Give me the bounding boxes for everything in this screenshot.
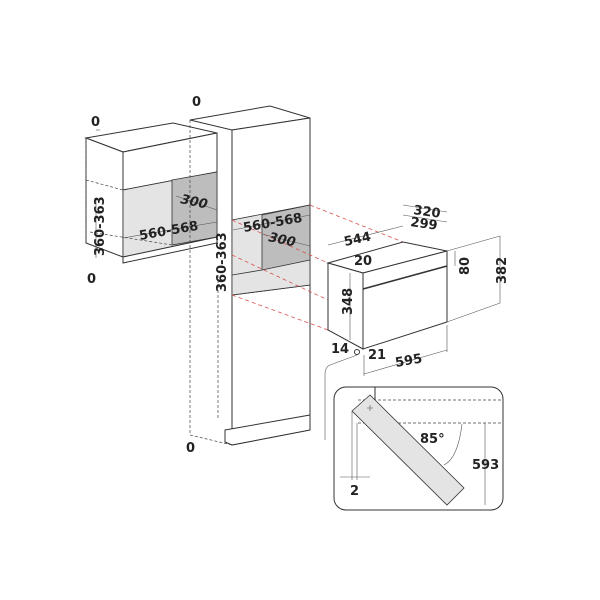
label-door-angle: 85°	[420, 432, 445, 447]
label-tall-gap-top: 0	[192, 95, 201, 110]
dimension-lines	[95, 129, 501, 440]
label-wall-height: 360-363	[93, 196, 108, 256]
label-oven-width: 595	[394, 351, 423, 370]
door-opening-detail	[333, 386, 504, 511]
label-tall-gap-bottom: 0	[186, 441, 195, 456]
label-oven-door-offset: 21	[368, 348, 386, 363]
label-oven-body-height: 348	[341, 288, 356, 315]
oven	[326, 241, 448, 355]
label-door-open-depth: 593	[472, 458, 499, 473]
wall-cabinet	[84, 122, 218, 264]
label-tall-depth: 300	[267, 230, 297, 250]
label-oven-panel-height: 80	[458, 257, 473, 275]
tall-cabinet	[189, 105, 311, 446]
label-wall-depth: 300	[179, 192, 209, 212]
label-door-clearance: 2	[350, 484, 359, 499]
label-oven-bottom-offset: 14	[331, 342, 349, 357]
label-wall-gap-top: 0	[91, 115, 100, 130]
label-oven-top-offset: 20	[354, 254, 372, 269]
label-oven-total-height: 382	[495, 257, 510, 284]
label-oven-depth-total: 320	[412, 203, 441, 222]
label-oven-side-depth: 544	[343, 230, 373, 250]
label-tall-height: 360-363	[215, 232, 230, 292]
label-oven-depth-body: 299	[409, 215, 438, 234]
label-wall-gap-bottom: 0	[87, 272, 96, 287]
